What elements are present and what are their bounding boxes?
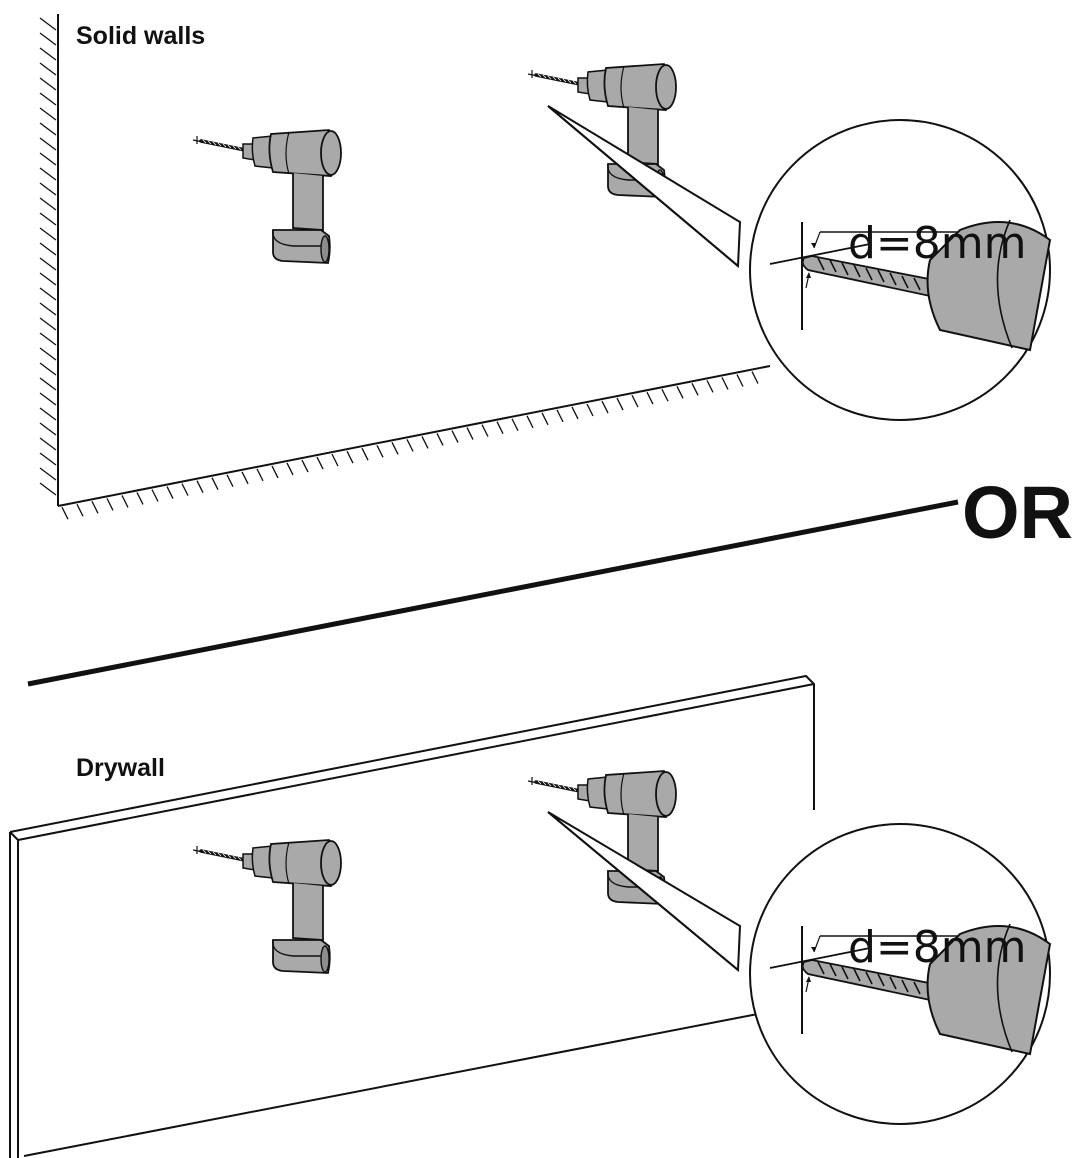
separator-line bbox=[27, 499, 959, 687]
floor-line bbox=[57, 365, 771, 507]
wall-hatch bbox=[39, 17, 57, 496]
solid-walls-panel: Solid walls d=8mm bbox=[39, 14, 1051, 520]
drywall-panel: Drywall d=8mm bbox=[9, 674, 1051, 1158]
drill-bit-icon bbox=[749, 119, 1051, 421]
panel-label-drywall: Drywall bbox=[76, 754, 165, 782]
drill-bit-icon bbox=[749, 823, 1051, 1125]
drywall-board bbox=[9, 674, 815, 1158]
floor-hatch bbox=[61, 371, 759, 520]
or-label: OR bbox=[962, 471, 1073, 554]
panel-label-solid: Solid walls bbox=[76, 22, 205, 50]
drill-icon bbox=[191, 128, 343, 265]
dimension-label-solid: d=8mm bbox=[848, 218, 1027, 269]
or-separator: OR bbox=[27, 471, 1073, 687]
dimension-label-drywall: d=8mm bbox=[848, 922, 1027, 973]
drill-icon bbox=[191, 838, 343, 975]
